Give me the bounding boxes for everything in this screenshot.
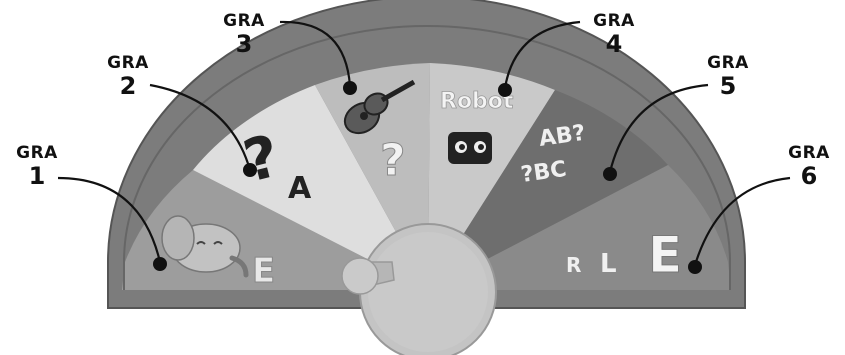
callout-number: 3 bbox=[216, 32, 272, 56]
callout-label: GRA bbox=[100, 55, 156, 72]
callout-game-5: GRA 5 bbox=[700, 55, 756, 98]
pointer-dot-2 bbox=[243, 163, 257, 177]
pointer-dot-4 bbox=[498, 83, 512, 97]
callout-label: GRA bbox=[14, 145, 60, 162]
pointer-dot-6 bbox=[688, 260, 702, 274]
callout-number: 1 bbox=[14, 164, 60, 188]
callout-number: 5 bbox=[700, 74, 756, 98]
callout-label: GRA bbox=[216, 13, 272, 30]
callout-game-1: GRA 1 bbox=[14, 145, 60, 188]
callout-game-6: GRA 6 bbox=[786, 145, 832, 188]
segment-1-letter-e: E bbox=[252, 251, 275, 291]
segment-6-letter-r: R bbox=[566, 253, 581, 277]
segment-2-letter-a: A bbox=[288, 171, 312, 206]
segment-6-letter-e: E bbox=[648, 226, 682, 284]
callout-number: 6 bbox=[786, 164, 832, 188]
callout-label: GRA bbox=[700, 55, 756, 72]
callout-label: GRA bbox=[586, 13, 642, 30]
callout-game-3: GRA 3 bbox=[216, 13, 272, 56]
callout-label: GRA bbox=[786, 145, 832, 162]
segment-6-letter-l: L bbox=[600, 249, 617, 279]
pointer-dot-5 bbox=[603, 167, 617, 181]
callout-game-2: GRA 2 bbox=[100, 55, 156, 98]
callout-number: 2 bbox=[100, 74, 156, 98]
callout-game-4: GRA 4 bbox=[586, 13, 642, 56]
pointer-dot-3 bbox=[343, 81, 357, 95]
robot-face-icon bbox=[448, 132, 492, 164]
callout-number: 4 bbox=[586, 32, 642, 56]
segment-3-question-mark: ? bbox=[380, 135, 406, 186]
pointer-dot-1 bbox=[153, 257, 167, 271]
